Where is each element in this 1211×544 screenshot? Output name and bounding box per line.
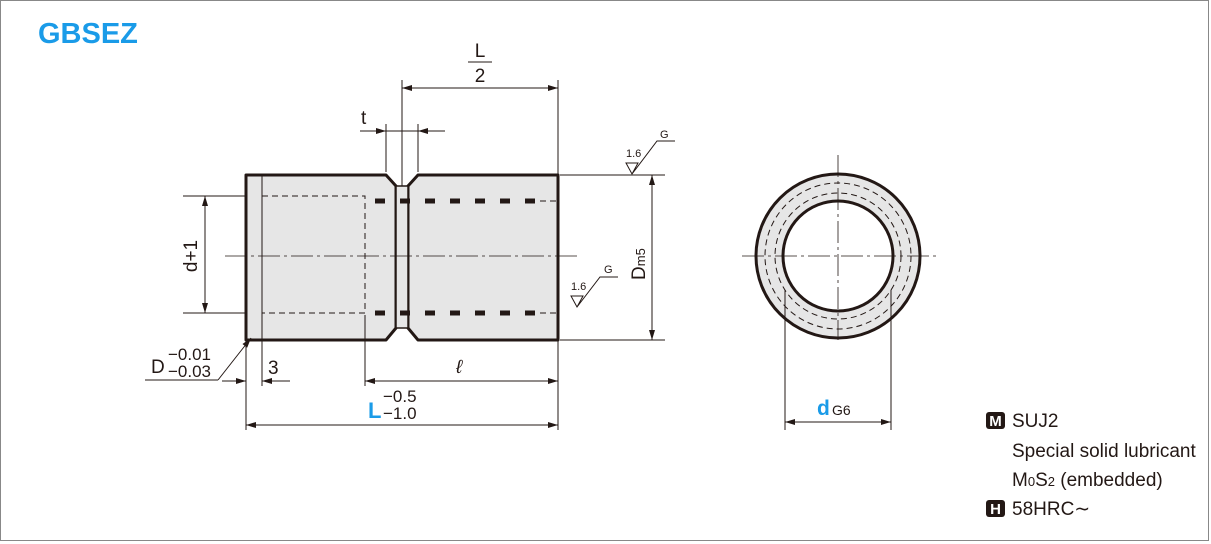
dim-L-half: L 2 (401, 41, 559, 186)
surface-finish-symbol-1: 1.6 G (625, 129, 675, 176)
svg-text:2: 2 (475, 66, 486, 87)
svg-text:G: G (660, 129, 669, 141)
dim-chamfer-3: 3 (222, 340, 290, 430)
dim-dG6: d G6 (784, 290, 892, 430)
svg-text:H: H (990, 501, 1001, 518)
svg-text:M: M (989, 413, 1002, 430)
svg-text:−0.03: −0.03 (168, 362, 211, 381)
svg-text:L: L (368, 398, 381, 423)
dim-t: t (360, 108, 445, 172)
svg-text:ℓ: ℓ (455, 357, 463, 378)
dim-D: D −0.01 −0.03 (145, 337, 252, 381)
svg-text:−0.5: −0.5 (383, 387, 417, 406)
end-view (742, 155, 938, 340)
svg-text:L: L (475, 41, 486, 62)
svg-text:−0.01: −0.01 (168, 345, 211, 364)
material-badge-icon (986, 412, 1005, 429)
svg-text:−1.0: −1.0 (383, 404, 417, 423)
svg-text:d: d (817, 397, 830, 420)
svg-text:3: 3 (268, 358, 279, 379)
dim-d-plus-1: d+1 (181, 195, 246, 314)
svg-text:1.6: 1.6 (571, 281, 586, 293)
svg-text:1.6: 1.6 (626, 148, 641, 160)
lubricant-type: M0S2 (embedded) (1012, 470, 1163, 491)
left-section (244, 173, 398, 342)
svg-text:d+1: d+1 (181, 240, 202, 272)
hardness: 58HRC∼ (1012, 499, 1090, 520)
svg-text:t: t (361, 108, 367, 129)
product-title: GBSEZ (38, 18, 138, 50)
svg-text:G: G (604, 264, 613, 276)
svg-text:G6: G6 (832, 402, 851, 418)
groove (395, 185, 409, 329)
specifications: M SUJ2 Special solid lubricant M0S2 (emb… (986, 411, 1196, 520)
svg-text:Dm5: Dm5 (629, 248, 650, 280)
svg-text:D: D (151, 357, 165, 378)
side-view (225, 173, 580, 342)
surface-finish-symbol-2: 1.6 G (570, 264, 618, 309)
dim-L: L −0.5 −1.0 (246, 387, 558, 428)
left-bore-hidden (262, 195, 366, 314)
dim-ell: ℓ (364, 315, 559, 430)
hardness-badge-icon (986, 500, 1005, 517)
lubricant: Special solid lubricant (1012, 441, 1196, 462)
material: SUJ2 (1012, 411, 1058, 432)
dim-Dm5: Dm5 (560, 174, 665, 341)
